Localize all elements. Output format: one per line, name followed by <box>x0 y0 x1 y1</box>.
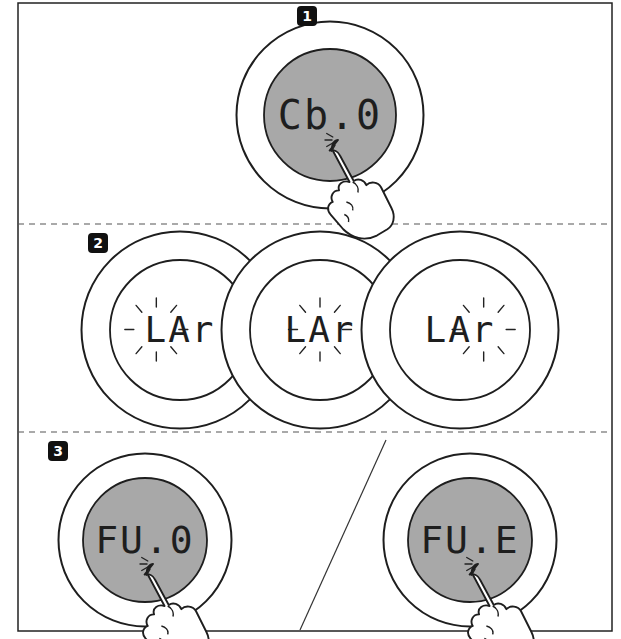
flash-ray <box>343 329 352 330</box>
flash-ray <box>136 347 142 354</box>
hand-outline <box>468 564 534 639</box>
press-spark <box>142 558 148 562</box>
flash-ray <box>136 305 142 312</box>
press-spark <box>147 569 151 575</box>
inner-face <box>83 478 207 602</box>
inner-face <box>390 260 530 400</box>
outer-ring <box>59 454 232 627</box>
outer-ring <box>362 232 559 429</box>
flash-ray <box>179 329 188 330</box>
dial-display: FU.E <box>382 452 558 628</box>
press-spark <box>465 563 472 564</box>
section-divider <box>18 431 612 432</box>
dial-display: Cb.0 <box>235 20 425 210</box>
callout-number: 2 <box>88 233 108 253</box>
press-spark <box>325 139 332 140</box>
flash-ray <box>483 298 484 307</box>
alternative-slash <box>300 440 386 630</box>
flash-ray <box>171 347 177 354</box>
flash-ray <box>171 305 177 312</box>
finger-line <box>344 182 358 222</box>
pressing-hand <box>143 564 209 639</box>
flash-ray <box>319 352 320 361</box>
press-spark <box>140 563 147 564</box>
flash-ray <box>498 347 504 354</box>
section-divider <box>18 223 612 224</box>
flash-ray <box>156 298 157 307</box>
press-spark <box>332 145 336 151</box>
callout-number: 1 <box>297 6 317 26</box>
flash-ray <box>156 352 157 361</box>
display-readout: LAr <box>144 312 215 348</box>
press-spark <box>327 143 333 147</box>
flash-ray <box>452 329 461 330</box>
press-spark <box>327 134 333 138</box>
flash-ray <box>483 352 484 361</box>
display-readout: FU.E <box>420 521 520 559</box>
flash-ray <box>289 329 298 330</box>
pressing-hand <box>468 564 534 639</box>
flash-ray <box>506 329 515 330</box>
flash-ray <box>125 329 134 330</box>
flash-ray <box>334 347 340 354</box>
display-readout: LAr <box>284 312 355 348</box>
flash-ray <box>319 298 320 307</box>
flash-ray <box>463 347 469 354</box>
pressing-hand <box>328 140 394 239</box>
hand-outline <box>328 140 394 239</box>
callout-number: 3 <box>48 441 68 461</box>
dial-display: LAr <box>360 230 560 430</box>
press-spark <box>467 567 473 571</box>
display-readout: FU.0 <box>95 521 195 559</box>
flash-ray <box>498 305 504 312</box>
flash-ray <box>463 305 469 312</box>
display-readout: Cb.0 <box>278 95 382 135</box>
dial-display: FU.0 <box>57 452 233 628</box>
hand-outline <box>143 564 209 639</box>
press-spark <box>142 567 148 571</box>
flash-ray <box>334 305 340 312</box>
outer-ring <box>384 454 557 627</box>
outer-ring <box>237 22 424 209</box>
display-readout: LAr <box>424 312 495 348</box>
inner-face <box>264 49 396 181</box>
press-spark <box>467 558 473 562</box>
inner-face <box>408 478 532 602</box>
flash-ray <box>300 305 306 312</box>
finger-line <box>159 606 173 639</box>
outer-frame <box>18 3 612 631</box>
finger-line <box>484 606 498 639</box>
press-spark <box>472 569 476 575</box>
flash-ray <box>300 347 306 354</box>
